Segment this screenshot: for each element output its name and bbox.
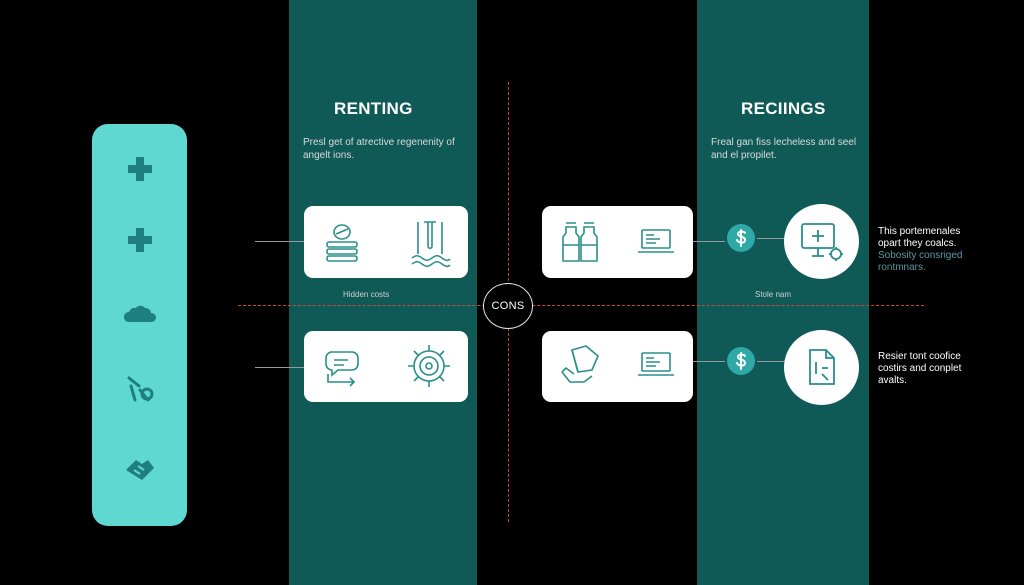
left-column-band [289,0,477,585]
document-icon [809,349,835,385]
laptop-icon [638,352,674,376]
icon-sidebar [92,124,187,526]
dollar-icon [727,347,755,375]
laptop-icon [638,229,674,253]
gear-target-icon [408,345,450,387]
stole-nam-caption: Stole nam [755,290,792,299]
connector-line [255,367,304,368]
connector-line [757,361,787,362]
monitor-plus-icon [801,223,843,261]
cons-badge: CONS [483,283,533,329]
monitor-plus-circle[interactable] [784,204,859,279]
coin-stack-icon [326,224,358,262]
handshake-icon[interactable] [120,448,160,488]
right-column-band [697,0,869,585]
dollar-icon [727,224,755,252]
plus-icon[interactable] [120,220,160,260]
document-circle[interactable] [784,330,859,405]
connector-line [255,241,304,242]
reciings-card-bottom[interactable] [542,331,693,402]
tools-icon[interactable] [120,368,160,408]
connector-line [693,241,725,242]
chat-arrow-icon [325,351,359,387]
top-side-note: This portemenales opart they coalcs. Sob… [878,226,963,273]
reciings-card-top[interactable] [542,206,693,278]
connector-line [757,238,787,239]
reciings-description: Freal gan fiss lecheless and seel and el… [711,137,857,161]
cloud-icon[interactable] [120,294,160,334]
hidden-costs-caption: Hidden costs [343,290,390,299]
reciings-heading: RECIINGS [741,99,826,118]
water-level-icon [411,221,451,268]
renting-heading: RENTING [334,99,413,118]
renting-card-bottom[interactable] [304,331,468,402]
plus-icon[interactable] [120,149,160,189]
renting-card-top[interactable] [304,206,468,278]
connector-line [693,361,725,362]
bottom-side-note: Resier tont coofice costirs and conplet … [878,351,962,386]
bottles-icon [562,222,598,262]
renting-description: Presl get of atrective regenenity of ang… [303,137,455,161]
package-hand-icon [561,345,599,383]
horizontal-divider [238,305,924,306]
